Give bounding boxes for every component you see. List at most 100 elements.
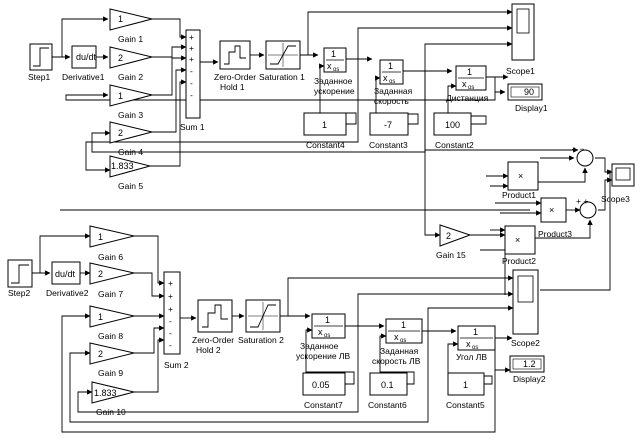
sum2-sign-2: +: [168, 291, 173, 301]
constant6-label: Constant6: [368, 400, 407, 410]
gain1-value: 1: [118, 14, 123, 24]
step2-block[interactable]: Step2: [7, 259, 33, 298]
gain9-label: Gain 9: [98, 368, 123, 378]
int5-den: x: [394, 332, 399, 342]
product2-block[interactable]: × Product2: [502, 225, 536, 266]
derivative1-label: Derivative1: [62, 72, 105, 82]
gain15-value: 2: [446, 231, 451, 241]
saturation2-block[interactable]: Saturation 2: [238, 299, 284, 345]
step2-label: Step2: [8, 288, 30, 298]
constant6-value: 0.1: [381, 380, 394, 390]
int1-num: 1: [331, 49, 336, 59]
zoh1-block[interactable]: Zero-Order Hold 1: [214, 40, 256, 92]
constant4-block[interactable]: 1 Constant4: [303, 112, 347, 150]
gain8-label: Gain 8: [98, 331, 123, 341]
constant7-value: 0.05: [312, 380, 330, 390]
int5-den-sub: os: [400, 338, 406, 344]
sum1-sign-4: -: [190, 66, 193, 76]
sum1-label: Sum 1: [180, 122, 205, 132]
integrator-speed-lv-block[interactable]: 1 x os Заданная скорость ЛВ: [372, 318, 423, 366]
sum2-sign-6: -: [169, 340, 172, 350]
derivative2-label: Derivative2: [46, 288, 89, 298]
product2-symbol: ×: [515, 235, 520, 245]
product1-block[interactable]: × Product1: [502, 161, 539, 200]
product1-symbol: ×: [518, 171, 523, 181]
constant7-block[interactable]: 0.05 Constant7: [302, 372, 346, 410]
sum1-sign-2: +: [189, 43, 194, 53]
sum1-block[interactable]: + + + - - - Sum 1: [180, 29, 205, 132]
scope2-block[interactable]: Scope2: [511, 269, 540, 348]
gain4-block[interactable]: 2 Gain 4: [109, 121, 153, 157]
gain10-label: Gain 10: [96, 407, 126, 417]
zoh2-label-2: Hold 2: [196, 345, 221, 355]
sum-right-2-block[interactable]: + +: [576, 196, 597, 219]
constant3-block[interactable]: -7 Constant3: [369, 112, 409, 150]
gain9-block[interactable]: 2 Gain 9: [89, 342, 135, 378]
zoh1-label-1: Zero-Order: [214, 72, 256, 82]
display2-label: Display2: [513, 374, 546, 384]
integrator-angle-lv-block[interactable]: 1 x os Угол ЛВ: [456, 325, 496, 362]
gain1-block[interactable]: 1 Gain 1: [109, 8, 153, 44]
gain9-value: 2: [98, 349, 103, 359]
gain15-block[interactable]: 2 Gain 15: [436, 224, 472, 260]
zoh2-block[interactable]: Zero-Order Hold 2: [192, 299, 234, 355]
gain7-block[interactable]: 2 Gain 7: [89, 262, 135, 299]
sum2-block[interactable]: + + + - - - Sum 2: [163, 271, 189, 370]
gain5-block[interactable]: 1.833 Gain 5: [109, 155, 152, 191]
int3-label: Дистанция: [446, 93, 489, 103]
derivative1-block[interactable]: du/dt Derivative1: [62, 45, 105, 82]
gain8-block[interactable]: 1 Gain 8: [89, 305, 135, 341]
constant3-label: Constant3: [369, 140, 408, 150]
constant4-label: Constant4: [306, 140, 345, 150]
display1-block[interactable]: 90 Display1: [507, 83, 548, 113]
constant7-label: Constant7: [304, 400, 343, 410]
int1-den-sub: os: [333, 67, 339, 73]
constant5-block[interactable]: 1 Constant5: [446, 372, 485, 410]
saturation1-block[interactable]: Saturation 1: [259, 40, 305, 82]
int2-label-1: Заданная: [374, 86, 413, 96]
int4-label-2: ускорение ЛВ: [296, 351, 351, 361]
gain6-block[interactable]: 1 Gain 6: [89, 225, 135, 262]
int4-den-sub: os: [324, 333, 330, 339]
integrator-accel-block[interactable]: 1 x os Заданное ускорение: [314, 47, 355, 96]
int3-den-sub: os: [468, 85, 474, 91]
constant6-block[interactable]: 0.1 Constant6: [368, 372, 408, 410]
sum-right-2-signs: + +: [576, 196, 588, 206]
constant5-label: Constant5: [446, 400, 485, 410]
scope3-block[interactable]: Scope3: [601, 163, 635, 204]
int2-den: x: [383, 73, 388, 83]
integrator-accel-lv-block[interactable]: 1 x os Заданное ускорение ЛВ: [296, 313, 351, 361]
sum1-sign-6: -: [190, 90, 193, 100]
int4-num: 1: [325, 315, 330, 325]
gain2-block[interactable]: 2 Gain 2: [109, 46, 153, 82]
constant2-block[interactable]: 100 Constant2: [433, 112, 474, 150]
gain7-value: 2: [98, 269, 103, 279]
product3-label: Product3: [538, 229, 572, 239]
scope1-label: Scope1: [506, 66, 535, 76]
sum2-sign-4: -: [169, 316, 172, 326]
scope1-block[interactable]: Scope1: [506, 3, 535, 76]
sum1-sign-3: +: [189, 54, 194, 64]
gain3-block[interactable]: 1 Gain 3: [109, 84, 153, 120]
gain10-block[interactable]: 1.833 Gain 10: [91, 381, 135, 417]
gain4-value: 2: [118, 128, 123, 138]
integrator-distance-block[interactable]: 1 x os Дистанция: [446, 65, 489, 103]
derivative2-text: du/dt: [55, 269, 76, 279]
zoh2-label-1: Zero-Order: [192, 335, 234, 345]
sum-right-1-block[interactable]: + −: [572, 144, 594, 167]
derivative2-block[interactable]: du/dt Derivative2: [46, 261, 89, 298]
gain5-value: 1.833: [111, 161, 134, 171]
int6-den-sub: os: [472, 345, 478, 351]
int6-label: Угол ЛВ: [456, 352, 487, 362]
int1-label-2: ускорение: [314, 86, 355, 96]
product3-block[interactable]: × Product3: [538, 197, 572, 239]
step1-block[interactable]: Step1: [28, 43, 53, 82]
sum2-sign-3: +: [168, 304, 173, 314]
saturation1-label: Saturation 1: [259, 72, 305, 82]
integrator-speed-block[interactable]: 1 x os Заданная скорость: [374, 59, 413, 106]
sum2-label: Sum 2: [164, 360, 189, 370]
display2-block[interactable]: 1.2 Display2: [509, 355, 546, 384]
constant5-value: 1: [463, 380, 468, 390]
derivative1-text: du/dt: [76, 52, 97, 62]
